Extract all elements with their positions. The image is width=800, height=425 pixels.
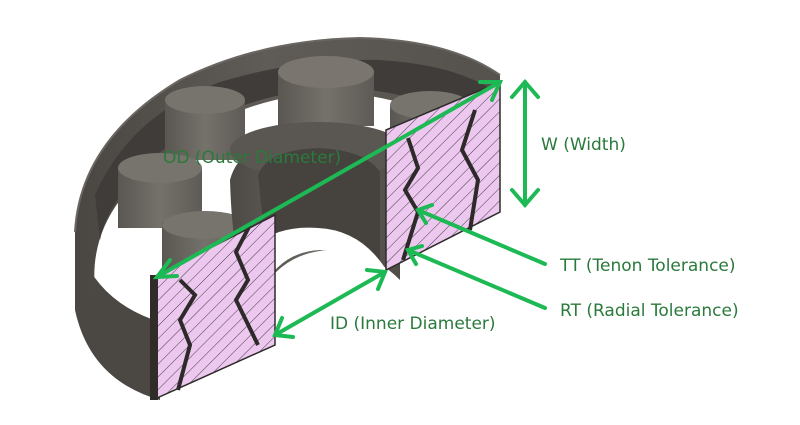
tt-arrow <box>415 203 547 266</box>
rt-label: RT (Radial Tolerance) <box>560 301 739 321</box>
od-arrow <box>152 80 504 280</box>
roller-back-center <box>278 56 374 126</box>
od-label: OD (Outer Diameter) <box>163 148 341 168</box>
tt-label: TT (Tenon Tolerance) <box>559 256 736 276</box>
width-label: W (Width) <box>541 135 626 155</box>
annotations <box>152 78 547 339</box>
id-label: ID (Inner Diameter) <box>330 314 496 334</box>
rt-arrow <box>404 244 547 310</box>
width-arrow <box>510 78 540 209</box>
id-arrow <box>272 268 388 339</box>
labels: OD (Outer Diameter) W (Width) TT (Tenon … <box>163 135 739 334</box>
